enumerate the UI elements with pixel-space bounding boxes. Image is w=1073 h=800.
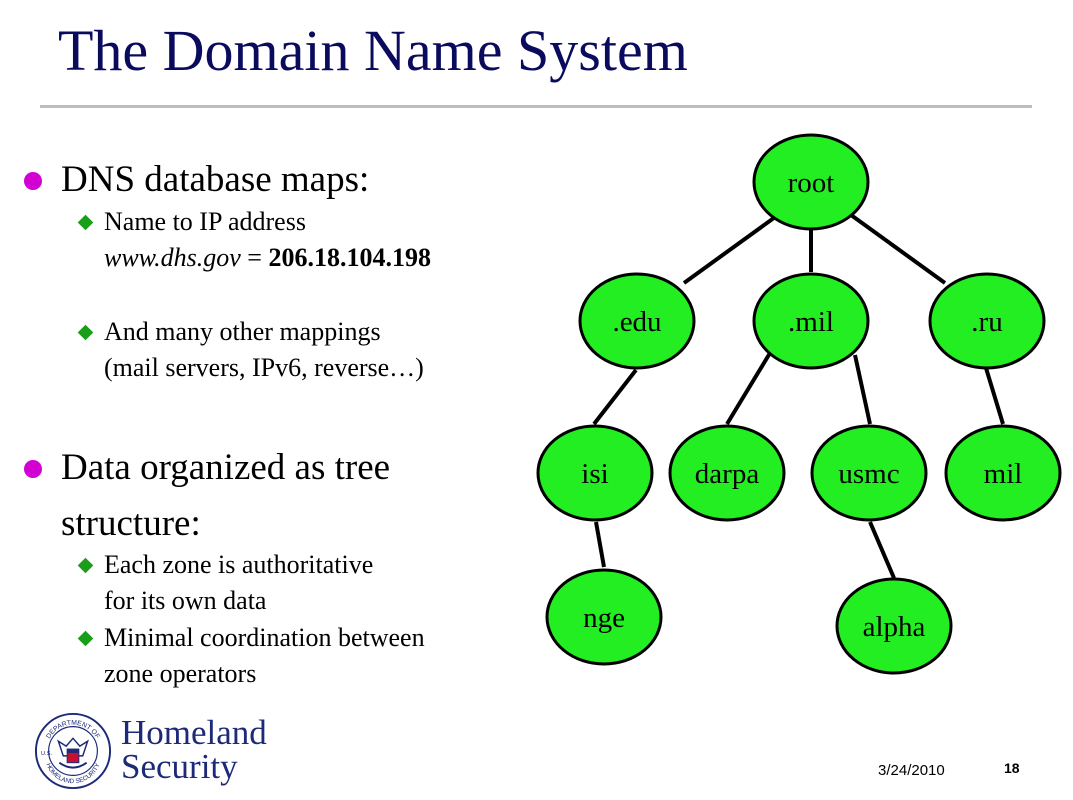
example-hostname: www.dhs.gov [104, 243, 241, 272]
node-nge-label: nge [583, 602, 625, 634]
tree-edges [592, 213, 1005, 579]
sub-bullet-name-to-ip: Name to IP address www.dhs.gov = 206.18.… [77, 204, 518, 276]
sub-bullet-text: Each zone is authoritative [104, 550, 374, 579]
edge-isi-nge [594, 521, 606, 568]
edge-root-edu [682, 213, 780, 285]
node-ru-label: .ru [971, 306, 1002, 338]
edge-mil-darpa [725, 351, 772, 426]
node-nge-circle [545, 568, 663, 666]
node-edu-label: .edu [612, 306, 661, 338]
node-alpha-circle [835, 577, 953, 675]
sub-bullet-text: for its own data [104, 586, 267, 615]
seal-text-left: U.S. [41, 751, 53, 757]
node-mil-label: .mil [788, 306, 834, 338]
slide-date: 3/24/2010 [878, 762, 945, 779]
dhs-seal-logo: DEPARTMENT OF HOMELAND SECURITY U.S. [34, 712, 112, 790]
sub-bullet-text: Name to IP address [104, 207, 306, 236]
node-darpa-circle [668, 424, 786, 522]
node-root-circle [752, 133, 870, 231]
edge-edu-isi [592, 368, 638, 426]
edge-root-ru [849, 213, 947, 285]
tree-labels: root .edu .mil .ru isi darpa usmc mil ng… [581, 167, 1022, 643]
bullet-dns-maps: DNS database maps: [24, 152, 514, 208]
magenta-bullet-icon [24, 172, 42, 190]
node-usmc-label: usmc [838, 458, 899, 490]
node-edu-circle [578, 272, 696, 370]
sub-bullet-text: Minimal coordination between [104, 623, 425, 652]
node-isi-label: isi [581, 458, 608, 490]
node-mil-circle [752, 272, 870, 370]
bullet-tree-structure: Data organized as tree structure: [24, 440, 514, 552]
magenta-bullet-icon [24, 460, 42, 478]
sub-bullet-coordination: Minimal coordination between zone operat… [77, 620, 518, 692]
node-alpha-label: alpha [863, 611, 926, 643]
bullet-text: Data organized as tree [61, 447, 391, 488]
sub-bullet-text: (mail servers, IPv6, reverse…) [104, 353, 424, 382]
node-root-label: root [788, 167, 835, 199]
title-divider [40, 105, 1032, 108]
node-ru-mil-circle [944, 424, 1062, 522]
slide-title: The Domain Name System [58, 18, 688, 83]
node-darpa-label: darpa [695, 458, 760, 490]
bullet-text: structure: [61, 503, 201, 544]
sub-bullet-authoritative: Each zone is authoritative for its own d… [77, 547, 518, 619]
sub-bullet-text: And many other mappings [104, 317, 381, 346]
edge-ru-mil [984, 367, 1005, 425]
node-usmc-circle [810, 424, 928, 522]
edge-mil-usmc [853, 354, 872, 425]
slide-number: 18 [1004, 760, 1020, 776]
wordmark-line2: Security [121, 747, 238, 786]
department-wordmark: Homeland Security [121, 713, 267, 786]
edge-usmc-alpha [868, 521, 896, 579]
example-ip-address: 206.18.104.198 [268, 243, 431, 272]
equals-sign: = [240, 243, 269, 272]
eagle-wings-icon [57, 737, 89, 757]
node-isi-circle [536, 424, 654, 522]
bullet-text: DNS database maps: [61, 159, 370, 200]
sub-bullet-other-mappings: And many other mappings (mail servers, I… [77, 314, 518, 386]
tree-nodes [536, 133, 1062, 675]
node-ru-mil-label: mil [984, 458, 1023, 490]
shield-icon [66, 748, 80, 764]
sub-bullet-text: zone operators [104, 659, 257, 688]
wordmark-line1: Homeland [121, 713, 267, 752]
node-ru-circle [928, 272, 1046, 370]
